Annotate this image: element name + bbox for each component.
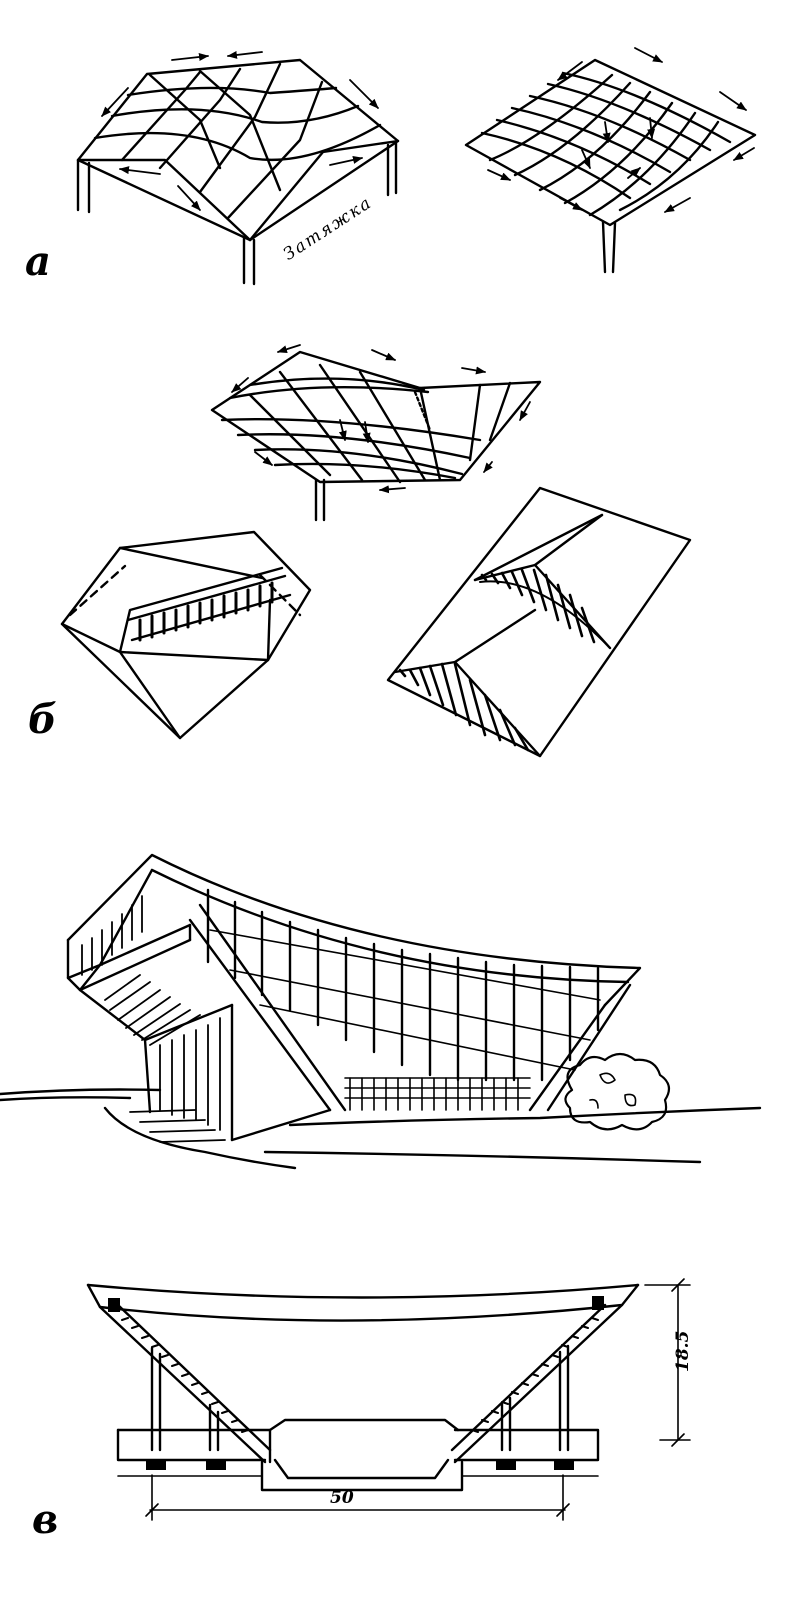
- fig-b-left-folded-roof: [60, 530, 312, 740]
- span-dimension-label: 50: [330, 1488, 354, 1508]
- fig-b-right-ridged-roof: [386, 486, 692, 758]
- height-dimension-label: 18.5: [673, 1330, 693, 1372]
- figure-label-a: а: [25, 238, 51, 285]
- fig-b-stadium-perspective: [0, 853, 762, 1170]
- figure-label-b: б: [28, 696, 57, 743]
- fig-a-right-saddle: [464, 47, 757, 274]
- figure-label-v: в: [32, 1496, 59, 1543]
- shrub-icon: [564, 1052, 671, 1131]
- fig-b-saddle-canopy: [210, 344, 542, 522]
- fig-v-section: [86, 1278, 691, 1521]
- fig-a-left-canopy: [76, 50, 400, 286]
